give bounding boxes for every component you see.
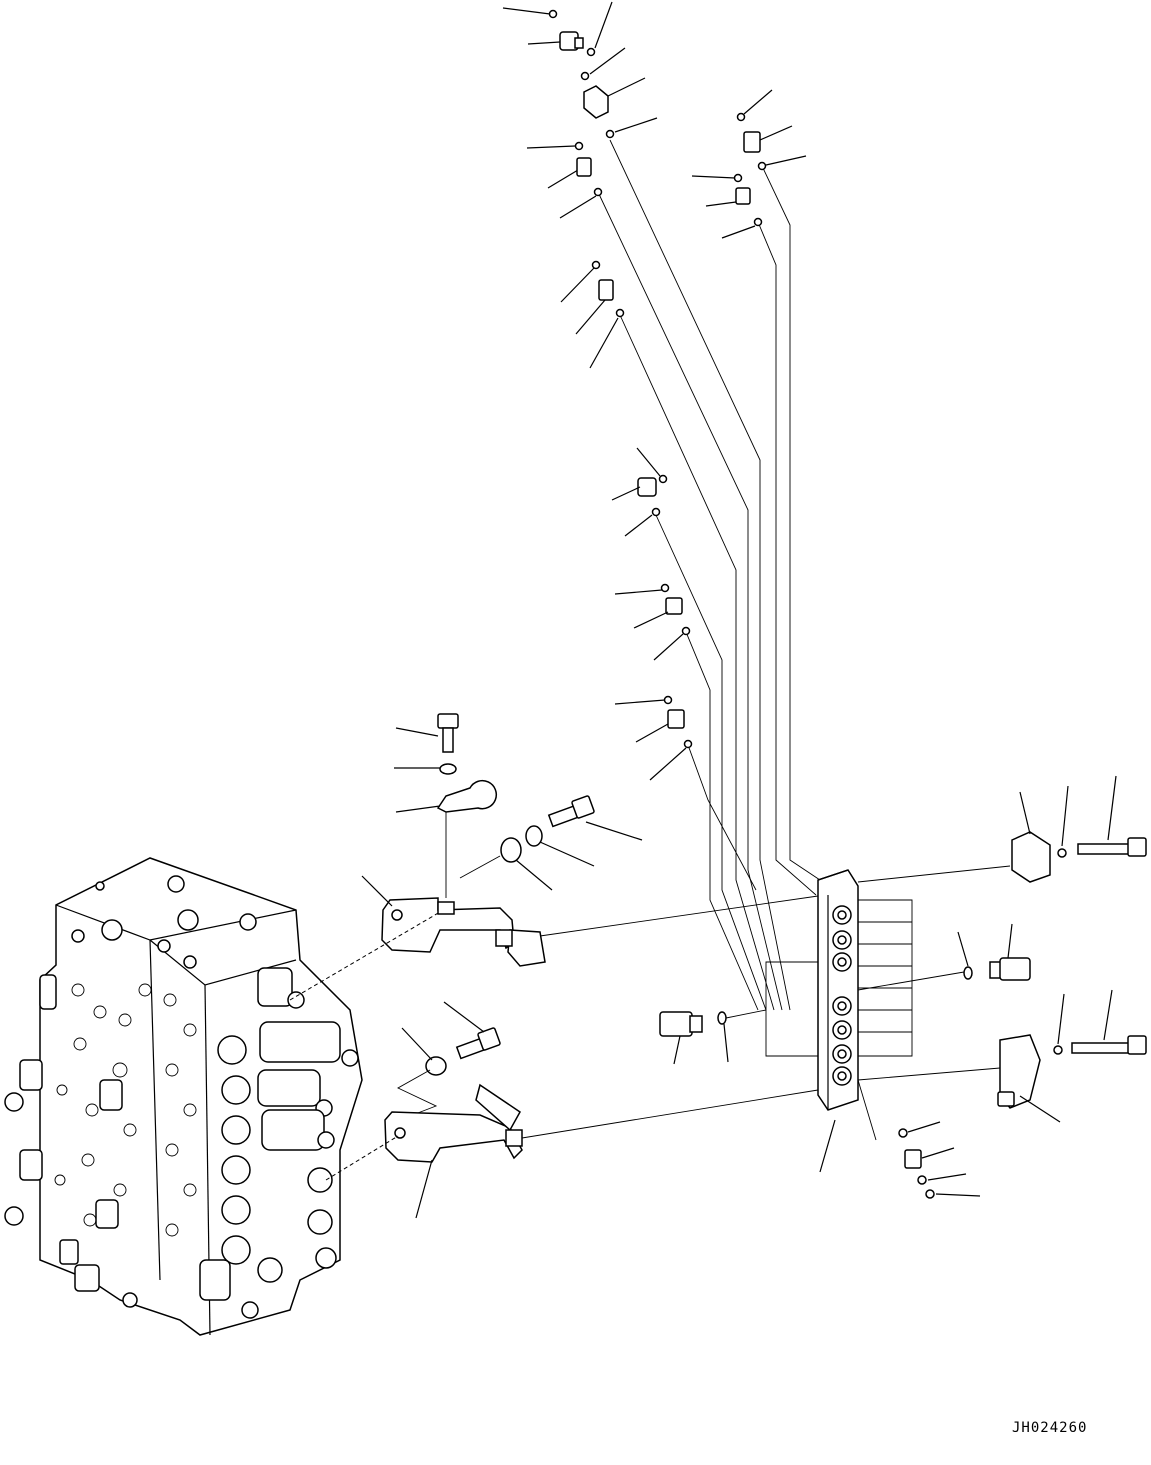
- top-fittings: [502, 1, 807, 781]
- drawing-code-label: JH024260: [1012, 1420, 1088, 1436]
- control-valve-body: [4, 857, 441, 1336]
- left-sensor: [659, 1009, 767, 1065]
- right-side-parts: [857, 775, 1147, 1199]
- lower-bracket-assembly: [384, 1001, 819, 1219]
- manifold-block: [765, 869, 913, 1173]
- upper-bracket-assembly: [361, 713, 819, 967]
- hydraulic-hose-lines: [597, 139, 821, 1011]
